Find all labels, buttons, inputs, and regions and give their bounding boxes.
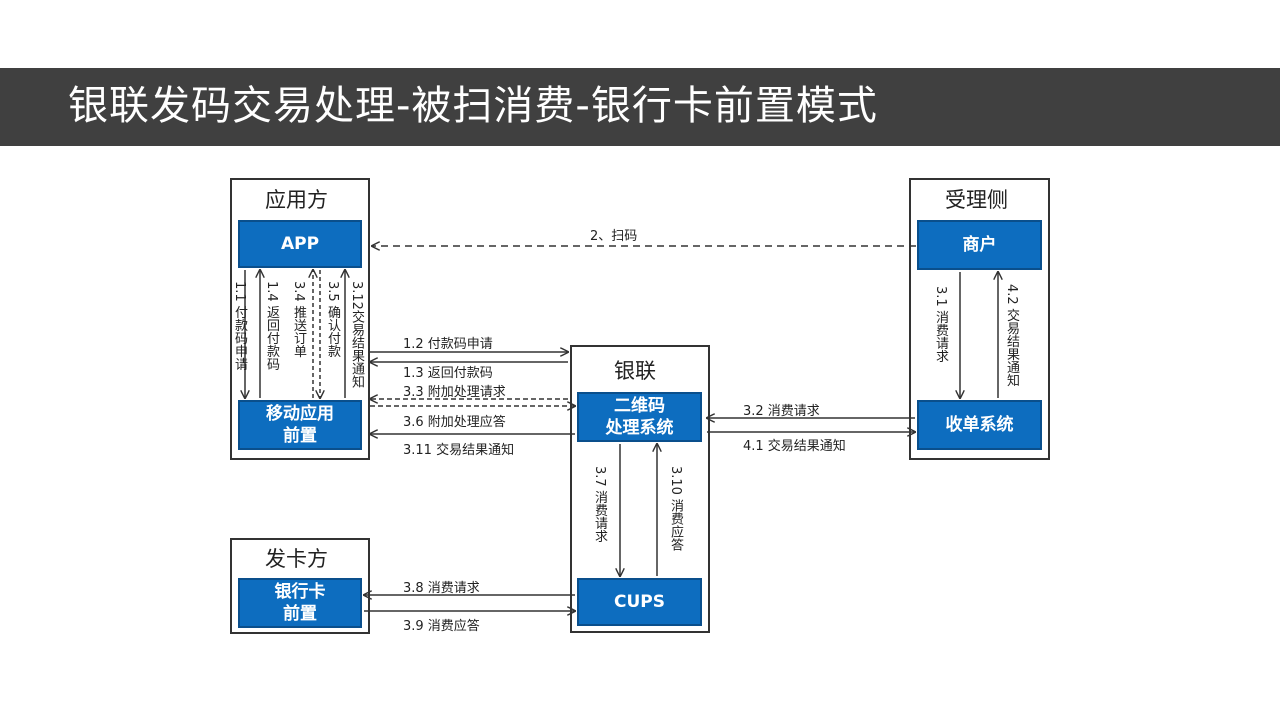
label-3-8: 3.8 消费请求 bbox=[403, 581, 480, 596]
box-bank-card-front: 银行卡 前置 bbox=[238, 578, 362, 628]
label-2-scan: 2、扫码 bbox=[590, 229, 638, 244]
label-3-6: 3.6 附加处理应答 bbox=[403, 415, 506, 430]
label-3-12: 3.12交易结果通知 bbox=[349, 281, 364, 388]
box-merchant: 商户 bbox=[917, 220, 1042, 270]
page-title: 银联发码交易处理-被扫消费-银行卡前置模式 bbox=[68, 83, 878, 129]
label-1-3: 1.3 返回付款码 bbox=[403, 366, 493, 381]
label-3-3: 3.3 附加处理请求 bbox=[403, 385, 506, 400]
box-acquiring-system: 收单系统 bbox=[917, 400, 1042, 450]
box-bank-card-front-line2: 前置 bbox=[283, 604, 317, 624]
label-3-11: 3.11 交易结果通知 bbox=[403, 443, 515, 458]
box-cups: CUPS bbox=[577, 578, 702, 626]
box-qr-processing: 二维码 处理系统 bbox=[577, 392, 702, 442]
group-title-unionpay: 银联 bbox=[614, 359, 656, 383]
box-bank-card-front-line1: 银行卡 bbox=[274, 582, 326, 602]
label-3-2: 3.2 消费请求 bbox=[743, 404, 820, 419]
label-3-5: 3.5 确认付款 bbox=[325, 281, 340, 358]
label-1-4: 1.4 返回付款码 bbox=[264, 281, 279, 371]
label-1-1: 1.1 付款码申请 bbox=[232, 281, 247, 371]
group-title-acquirer: 受理侧 bbox=[945, 188, 1008, 212]
label-4-1: 4.1 交易结果通知 bbox=[743, 439, 846, 454]
label-3-7: 3.7 消费请求 bbox=[592, 466, 607, 543]
box-mobile-app-front-line1: 移动应用 bbox=[266, 404, 334, 424]
label-3-4: 3.4 推送订单 bbox=[291, 281, 306, 358]
label-3-10: 3.10 消费应答 bbox=[668, 466, 683, 552]
box-mobile-app-front-line2: 前置 bbox=[283, 426, 317, 446]
box-mobile-app-front: 移动应用 前置 bbox=[238, 400, 362, 450]
group-title-issuer: 发卡方 bbox=[265, 547, 328, 571]
label-3-9: 3.9 消费应答 bbox=[403, 619, 480, 634]
label-4-2: 4.2 交易结果通知 bbox=[1004, 284, 1019, 387]
box-qr-processing-line1: 二维码 bbox=[614, 396, 665, 416]
label-3-1: 3.1 消费请求 bbox=[933, 286, 948, 363]
box-app: APP bbox=[238, 220, 362, 268]
title-bar: 银联发码交易处理-被扫消费-银行卡前置模式 bbox=[0, 68, 1280, 146]
box-qr-processing-line2: 处理系统 bbox=[605, 418, 674, 438]
label-1-2: 1.2 付款码申请 bbox=[403, 337, 493, 352]
group-title-app-side: 应用方 bbox=[265, 188, 328, 212]
